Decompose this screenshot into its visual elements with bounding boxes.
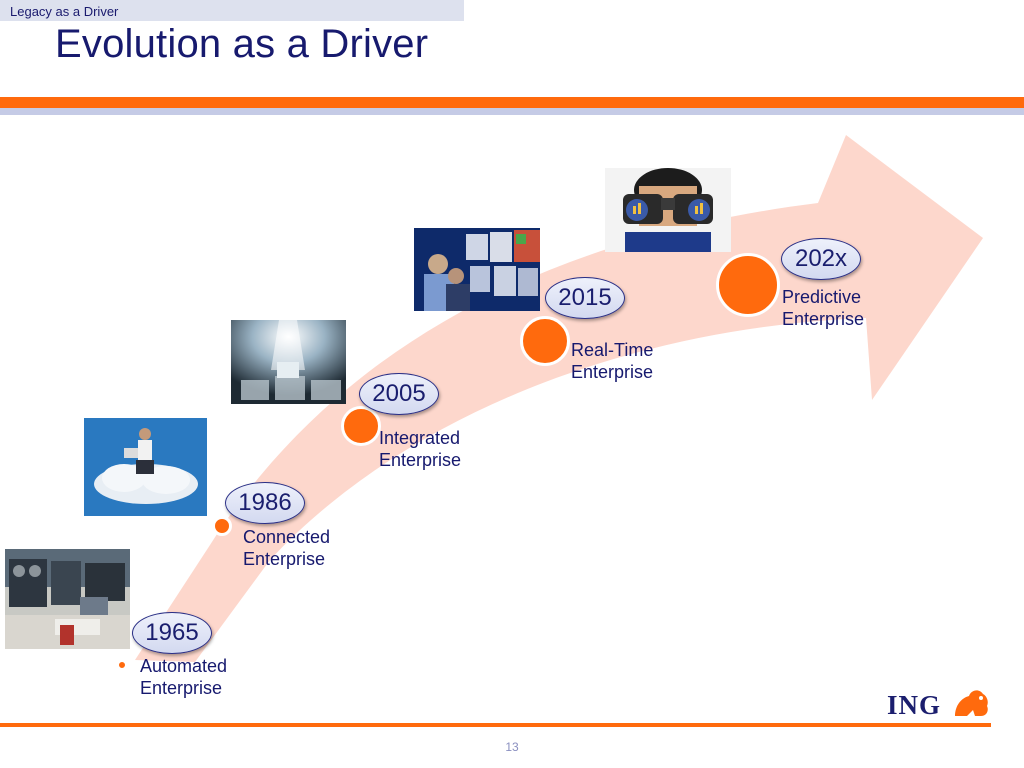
ing-logo-text: ING <box>887 690 942 720</box>
milestone-label-line1: Predictive <box>782 287 862 307</box>
milestone-dot-1986 <box>212 516 232 536</box>
milestone-dot-1965 <box>116 659 128 671</box>
breadcrumb-bar: Legacy as a Driver <box>0 0 464 21</box>
man-with-binoculars-photo <box>605 168 731 252</box>
milestone-label-line1: Connected <box>243 527 331 547</box>
milestone-label-line2: Enterprise <box>571 362 654 382</box>
header-lavender-rule <box>0 108 1024 115</box>
milestone-label-line2: Enterprise <box>243 549 326 569</box>
header-orange-rule <box>0 97 1024 108</box>
milestone-label-1986: Connected Enterprise <box>243 526 330 570</box>
trading-floor-monitors-photo <box>414 228 540 311</box>
milestone-label-202x: Predictive Enterprise <box>782 286 864 330</box>
milestone-label-2015: Real-Time Enterprise <box>571 339 653 383</box>
breadcrumb: Legacy as a Driver <box>10 4 119 19</box>
milestone-label-1965: Automated Enterprise <box>140 655 227 699</box>
milestone-label-line1: Integrated <box>379 428 461 448</box>
mainframe-computer-room-photo <box>5 549 130 649</box>
milestone-dot-2005 <box>341 406 381 446</box>
milestone-label-line2: Enterprise <box>140 678 223 698</box>
milestone-label-2005: Integrated Enterprise <box>379 427 461 471</box>
milestone-dot-202x <box>716 253 780 317</box>
lion-icon <box>955 690 988 716</box>
year-badge-2005: 2005 <box>359 373 439 415</box>
year-badge-202x: 202x <box>781 238 861 280</box>
milestone-dot-2015 <box>520 316 570 366</box>
puzzle-pieces-photo <box>231 320 346 404</box>
year-badge-1986: 1986 <box>225 482 305 524</box>
year-badge-1965: 1965 <box>132 612 212 654</box>
milestone-label-line1: Automated <box>140 656 228 676</box>
milestone-label-line1: Real-Time <box>571 340 654 360</box>
page-number: 13 <box>505 740 519 754</box>
footer-orange-rule <box>0 723 991 727</box>
year-badge-2015: 2015 <box>545 277 625 319</box>
man-with-laptop-on-cloud-photo <box>84 418 207 516</box>
page-title: Evolution as a Driver <box>55 22 429 66</box>
milestone-label-line2: Enterprise <box>379 450 462 470</box>
milestone-label-line2: Enterprise <box>782 309 865 329</box>
